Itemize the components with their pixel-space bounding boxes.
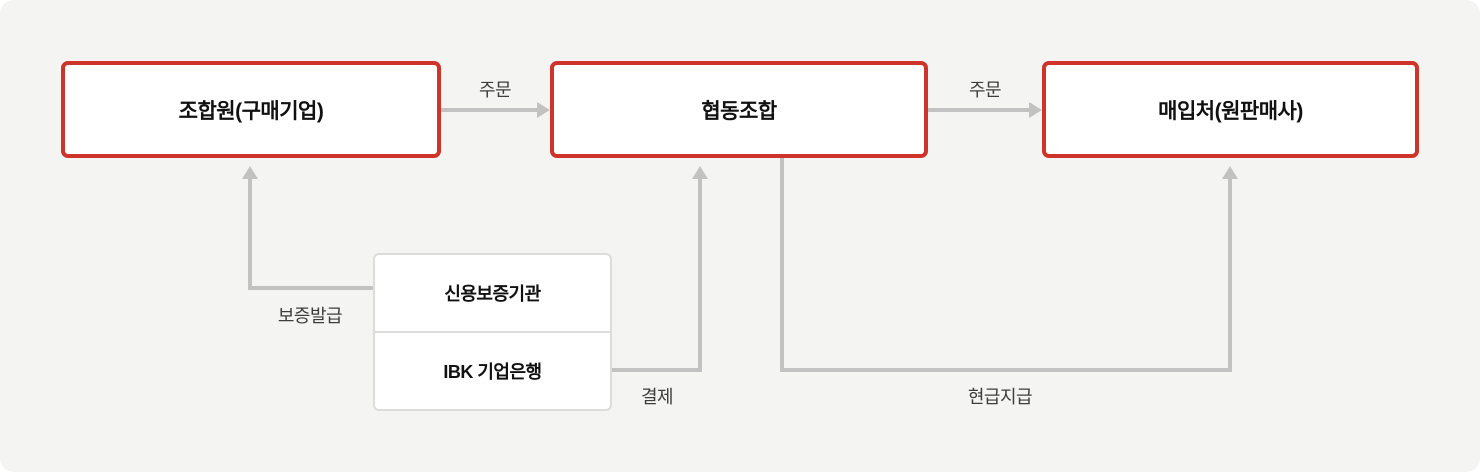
edge-guarantee-label: 보증발급 bbox=[277, 306, 343, 326]
edge-order1-line bbox=[441, 108, 538, 112]
edge-settlement-line-h bbox=[612, 368, 702, 372]
edge-guarantee-line-v bbox=[248, 178, 252, 290]
edge-cash-line-v2 bbox=[1228, 178, 1232, 372]
edge-order2-line bbox=[928, 108, 1029, 112]
edge-settlement-line-v bbox=[698, 178, 702, 372]
edge-cash-line-v1 bbox=[780, 158, 784, 372]
node-seller: 매입처(원판매사) bbox=[1042, 61, 1419, 158]
node-guarantor-bank-stack: 신용보증기관 IBK 기업은행 bbox=[373, 253, 612, 411]
edge-settlement-label: 결제 bbox=[640, 387, 674, 407]
node-bank: IBK 기업은행 bbox=[375, 333, 610, 409]
node-coop-label: 협동조합 bbox=[701, 99, 777, 123]
node-bank-label: IBK 기업은행 bbox=[443, 362, 542, 382]
node-coop: 협동조합 bbox=[550, 61, 928, 158]
edge-order2-arrowhead-icon bbox=[1029, 102, 1042, 118]
edge-cash-line-h bbox=[780, 368, 1232, 372]
edge-guarantee-arrowhead-icon bbox=[242, 166, 258, 179]
edge-order1-label: 주문 bbox=[478, 80, 512, 100]
node-guarantor-label: 신용보증기관 bbox=[444, 284, 541, 304]
node-seller-label: 매입처(원판매사) bbox=[1158, 99, 1303, 123]
edge-settlement-arrowhead-icon bbox=[692, 166, 708, 179]
edge-guarantee-line-h bbox=[250, 286, 373, 290]
node-member-label: 조합원(구매기업) bbox=[178, 99, 324, 123]
edge-cash-arrowhead-icon bbox=[1222, 166, 1238, 179]
edge-cash-label: 현급지급 bbox=[967, 387, 1033, 407]
edge-order1-arrowhead-icon bbox=[537, 102, 550, 118]
edge-order2-label: 주문 bbox=[968, 80, 1002, 100]
node-member: 조합원(구매기업) bbox=[61, 61, 441, 158]
node-guarantor: 신용보증기관 bbox=[375, 255, 610, 333]
